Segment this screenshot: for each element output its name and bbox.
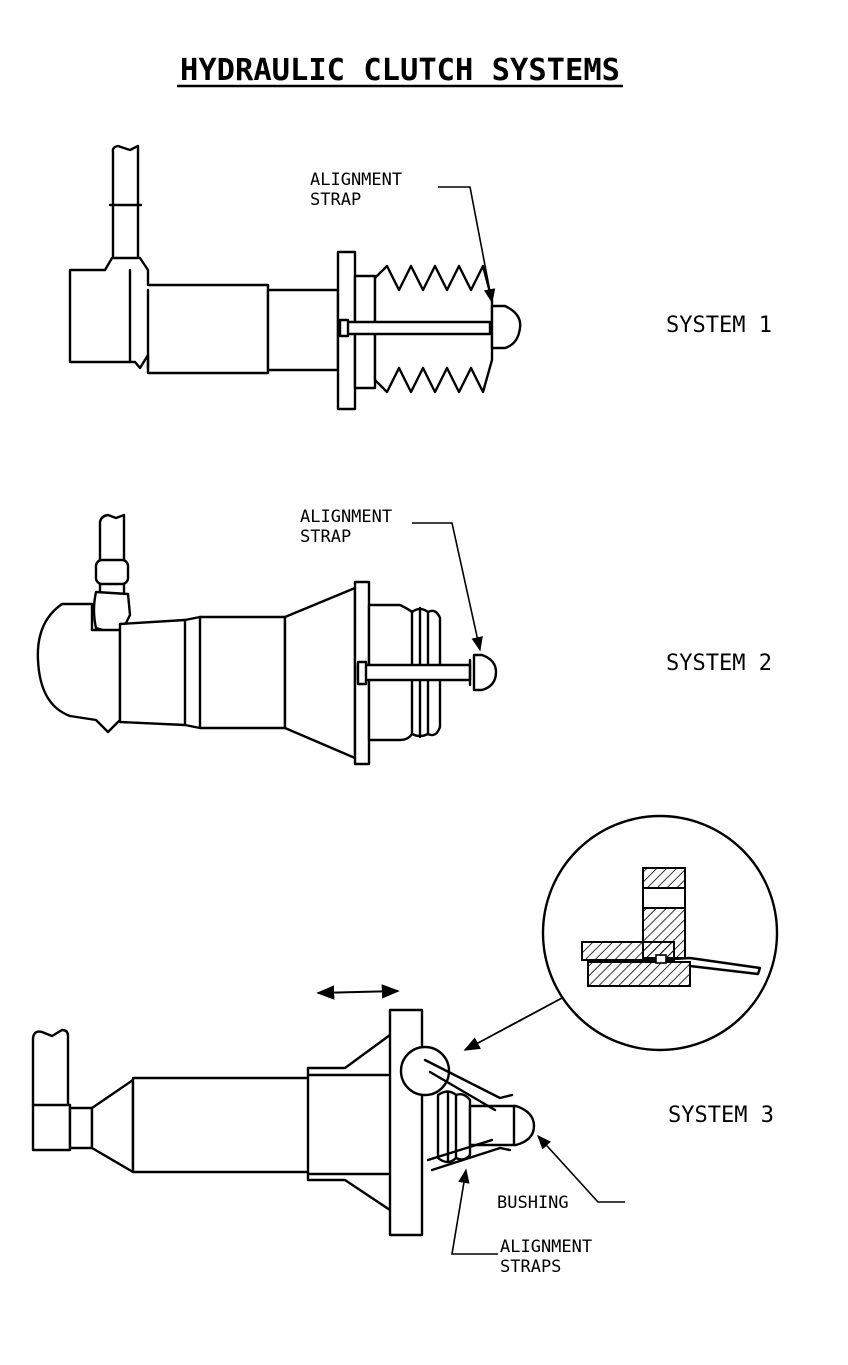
system3-straps-callout: ALIGNMENT STRAPS: [451, 1168, 592, 1277]
system3-label: SYSTEM 3: [668, 1103, 774, 1128]
system3-bushing-callout: BUSHING: [497, 1134, 625, 1213]
system1-callout-line2: STRAP: [310, 190, 361, 210]
system1-callout-line1: ALIGNMENT: [310, 170, 402, 190]
system2-callout-line2: STRAP: [300, 527, 351, 547]
system2-cylinder: [36, 513, 498, 766]
system3-detail-pointer: [463, 997, 563, 1051]
page-title: HYDRAULIC CLUTCH SYSTEMS: [180, 53, 620, 88]
system3-straps-line1: ALIGNMENT: [500, 1237, 592, 1257]
system3-detail-view: [541, 814, 779, 1052]
system2-callout: ALIGNMENT STRAP: [300, 507, 483, 652]
system1-label: SYSTEM 1: [666, 313, 772, 338]
system3-bushing-label: BUSHING: [497, 1193, 569, 1213]
system3-movement-arrows: [316, 984, 400, 1000]
system1-cylinder: [68, 144, 522, 411]
system3-cylinder: [31, 1008, 536, 1237]
system1-callout: ALIGNMENT STRAP: [310, 170, 496, 304]
system2-label: SYSTEM 2: [666, 651, 772, 676]
system2-callout-line1: ALIGNMENT: [300, 507, 392, 527]
system3-straps-line2: STRAPS: [500, 1257, 561, 1277]
